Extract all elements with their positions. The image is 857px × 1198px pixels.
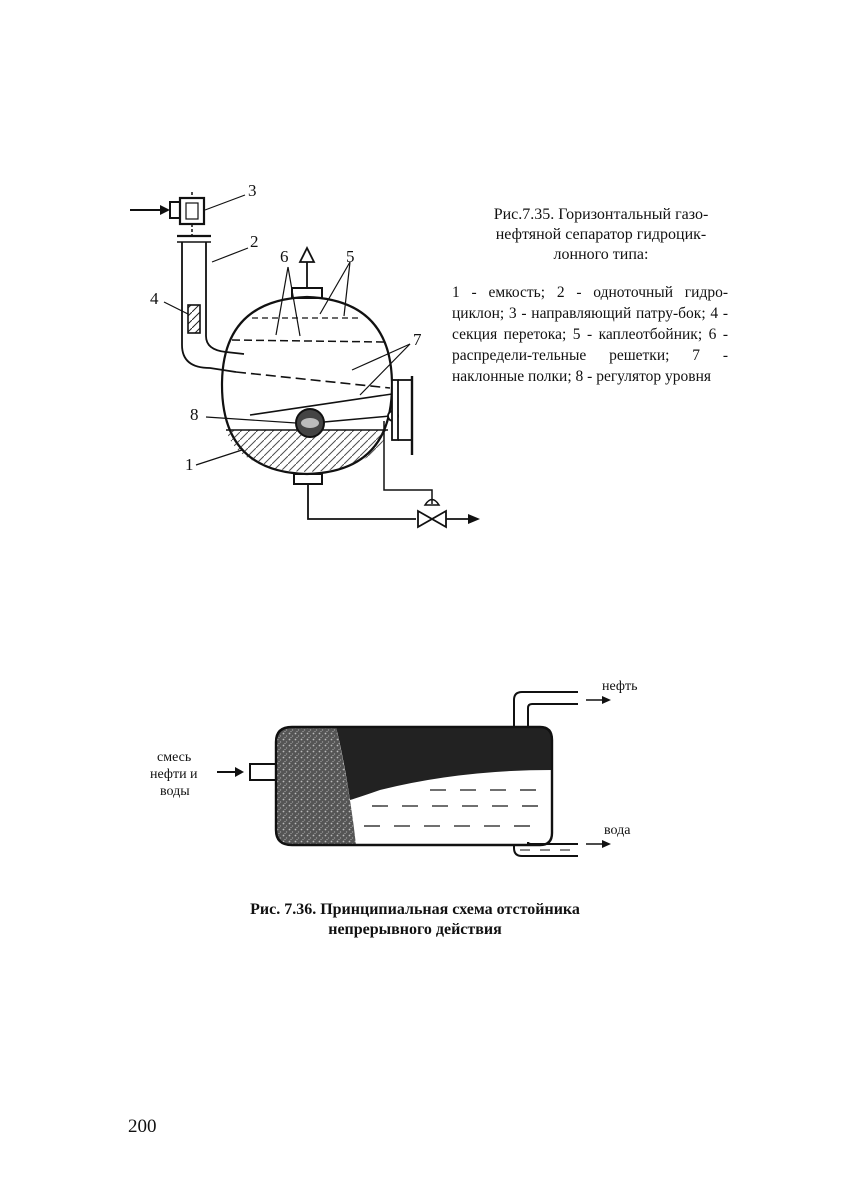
- leader-lines: [163, 194, 411, 466]
- label-1: 1: [185, 455, 194, 474]
- label-7: 7: [413, 330, 422, 349]
- separator-diagram: 1 2 3 4 5 6 7 8: [130, 181, 480, 529]
- label-8: 8: [190, 405, 199, 424]
- figure1-legend: 1 - емкость; 2 - одноточный гидро-циклон…: [452, 284, 728, 385]
- figure1-caption: Рис.7.35. Горизонтальный газо- нефтяной …: [493, 206, 709, 263]
- inlet-arrow: [130, 205, 170, 215]
- oil-outlet: [513, 691, 611, 727]
- inlet-label-line1: смесь: [157, 750, 191, 765]
- liquid-outlet-piping: [307, 421, 480, 529]
- settler-diagram: смесь нефти и воды нефть вода: [150, 679, 637, 857]
- oil-label: нефть: [602, 679, 637, 694]
- label-4: 4: [150, 289, 159, 308]
- inlet-label-line2: нефти и: [150, 767, 198, 782]
- separator-vessel: [220, 245, 414, 485]
- figure2-caption: Рис. 7.36. Принципиальная схема отстойни…: [250, 901, 580, 938]
- label-5: 5: [346, 247, 355, 266]
- label-6: 6: [280, 247, 289, 266]
- guide-nozzle: [169, 192, 206, 236]
- label-3: 3: [248, 181, 257, 200]
- page-number: 200: [128, 1116, 157, 1137]
- inlet-label-line3: воды: [160, 784, 190, 799]
- settler-inlet: [217, 763, 277, 781]
- water-outlet: [513, 840, 611, 857]
- water-label: вода: [604, 823, 631, 838]
- hydrocyclone-pipe: [177, 234, 245, 373]
- label-2: 2: [250, 232, 259, 251]
- settler-contents: [276, 727, 552, 845]
